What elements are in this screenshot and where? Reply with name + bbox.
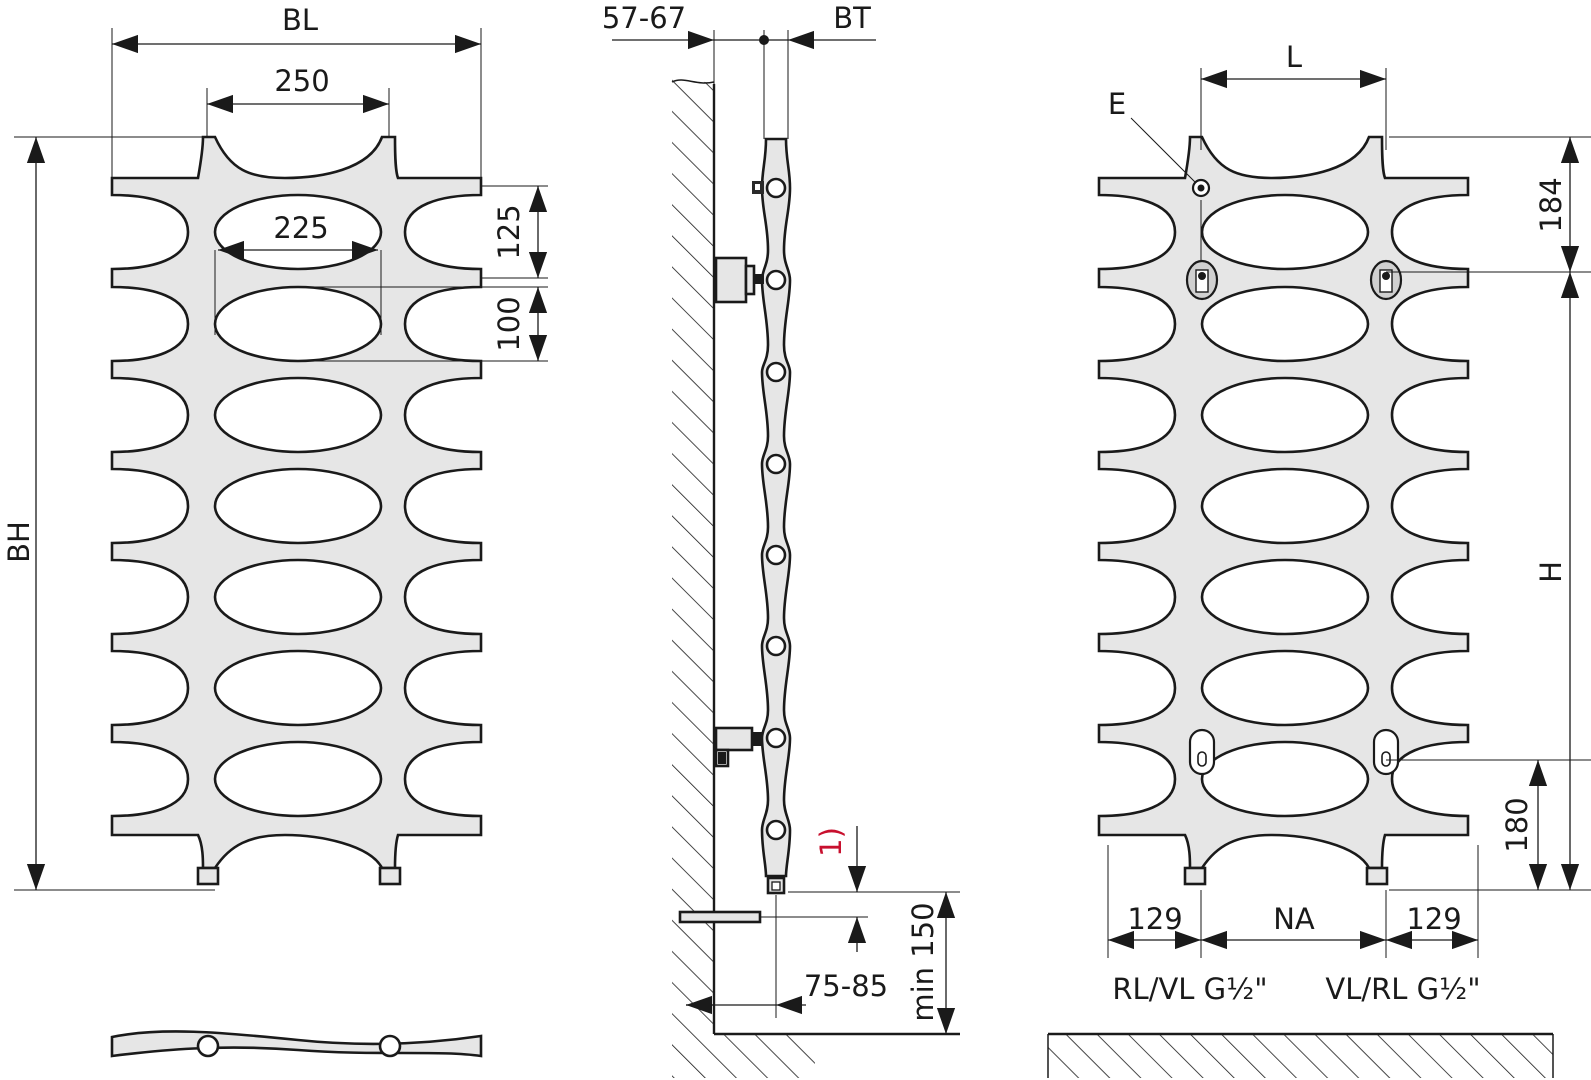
front-left-stub	[196, 866, 220, 886]
plan-view-body	[110, 1030, 483, 1058]
label-right-edge: 129	[1406, 902, 1461, 936]
wall-hatching	[672, 78, 714, 1078]
label-l: L	[1286, 40, 1302, 74]
label-na: NA	[1273, 902, 1315, 936]
floor-hatching	[714, 1034, 818, 1078]
rear-floor-hatching	[1048, 1034, 1553, 1078]
label-bh: BH	[2, 521, 36, 563]
rear-view: E L 184 H 180 129 NA 129 RL/VL G½" VL/RL…	[1047, 40, 1591, 1078]
label-top-offset: 184	[1534, 177, 1568, 232]
label-wall-distance: 57-67	[602, 1, 686, 35]
side-radiator-profile	[760, 137, 792, 878]
label-oval-height: 100	[492, 296, 526, 351]
label-bl: BL	[282, 3, 318, 37]
side-view: 57-67 BT 1) min 150 75-85	[602, 1, 960, 1078]
upper-left-bracket	[1185, 259, 1219, 301]
front-right-stub	[378, 866, 402, 886]
label-h: H	[1534, 561, 1568, 583]
lower-right-bracket	[1372, 728, 1400, 776]
label-hub-spacing: 250	[274, 64, 329, 98]
front-view: BL 250 225 125 100 BH	[2, 3, 548, 1058]
label-floor-clearance: min 150	[906, 902, 940, 1021]
plan-left-connection	[196, 1034, 220, 1058]
label-left-edge: 129	[1127, 902, 1182, 936]
label-bt: BT	[833, 1, 871, 35]
label-left-connection: RL/VL G½"	[1112, 972, 1267, 1006]
plan-right-connection	[378, 1034, 402, 1058]
label-row-pitch: 125	[492, 204, 526, 259]
lower-wall-bracket	[714, 726, 754, 752]
label-pipe-distance: 75-85	[804, 969, 888, 1003]
label-oval-width: 225	[273, 211, 328, 245]
connection-pipe	[678, 910, 762, 924]
lower-left-bracket	[1188, 728, 1216, 776]
upper-right-bracket	[1369, 259, 1403, 301]
upper-wall-bracket	[714, 256, 748, 304]
label-vent-e: E	[1108, 87, 1126, 121]
side-tube-sections	[765, 177, 787, 841]
label-footnote: 1)	[814, 827, 848, 857]
label-right-connection: VL/RL G½"	[1325, 972, 1480, 1006]
label-bottom-offset: 180	[1500, 797, 1534, 852]
